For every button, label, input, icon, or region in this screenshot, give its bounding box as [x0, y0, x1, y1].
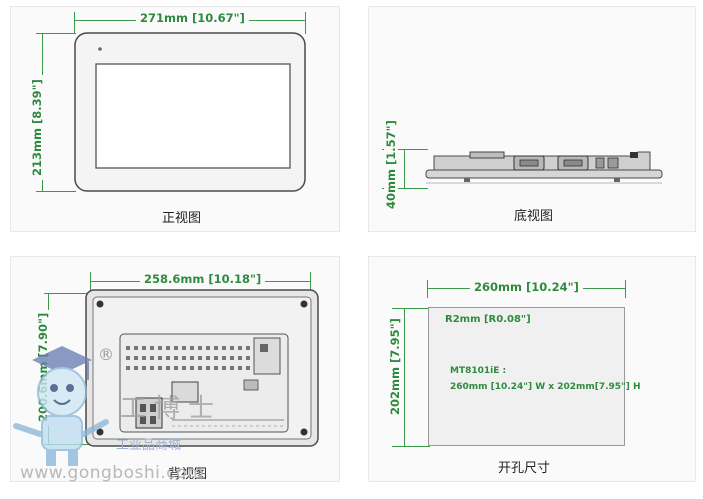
bottom-usb-port	[595, 157, 605, 169]
bottom-rj45-port	[607, 157, 619, 169]
bottom-slot	[469, 151, 505, 159]
back-port-block	[253, 337, 281, 375]
bottom-height-tick-top	[382, 149, 428, 150]
back-screw-br	[300, 428, 308, 436]
back-device-drawing	[85, 289, 319, 447]
bottom-front-bezel	[425, 169, 663, 179]
front-width-tick-left	[74, 12, 75, 34]
back-screw-tr	[300, 300, 308, 308]
bottom-device-drawing	[425, 151, 663, 184]
watermark-tagline-cn: 工业品商城	[116, 438, 182, 453]
cutout-height-tick-top	[392, 308, 430, 309]
back-label-plate	[171, 381, 199, 403]
front-device-drawing	[74, 32, 306, 192]
back-view-caption: 背视图	[168, 467, 208, 482]
cutout-model-label: MT8101iE :	[450, 366, 507, 376]
front-width-label: 271mm [10.67"]	[136, 11, 249, 25]
back-screw-bl	[96, 428, 104, 436]
bottom-view-panel	[368, 6, 696, 232]
cutout-rectangle	[428, 307, 625, 446]
cutout-view-caption: 开孔尺寸	[498, 461, 551, 476]
bottom-view-caption: 底视图	[514, 209, 554, 224]
bottom-power-connector	[630, 152, 638, 158]
front-screen	[95, 63, 291, 169]
front-height-tick-top	[36, 33, 76, 34]
back-screw-tl	[96, 300, 104, 308]
back-height-tick-top	[44, 293, 92, 294]
back-width-label: 258.6mm [10.18"]	[140, 272, 266, 286]
front-height-label: 213mm [8.39"]	[30, 75, 44, 180]
cutout-height-label: 202mm [7.95"]	[388, 315, 402, 418]
watermark-registered-mark: ®	[98, 345, 114, 364]
watermark-mascot-logo	[13, 346, 109, 466]
bottom-height-label: 40mm [1.57"]	[384, 117, 398, 212]
cutout-radius-label: R2mm [R0.08"]	[445, 314, 531, 325]
back-width-tick-right	[310, 272, 311, 292]
cutout-height-line	[404, 308, 405, 446]
cutout-width-tick-right	[625, 280, 626, 298]
cutout-height-tick-bottom	[392, 446, 430, 447]
back-vent-holes	[126, 346, 250, 370]
front-view-caption: 正视图	[162, 211, 202, 226]
watermark-url: www.gongboshi.com	[20, 463, 205, 483]
cutout-size-label: 260mm [10.24"] W x 202mm[7.95"] H	[450, 382, 641, 392]
bottom-height-line	[404, 149, 405, 188]
front-width-tick-right	[305, 12, 306, 34]
cutout-width-tick-left	[427, 280, 428, 298]
watermark-brand-cn: 工博士	[120, 394, 223, 424]
back-width-tick-left	[90, 272, 91, 292]
front-height-tick-bottom	[36, 191, 76, 192]
bottom-height-tick-bottom	[382, 188, 428, 189]
cutout-width-label: 260mm [10.24"]	[470, 280, 583, 294]
front-led-icon	[98, 47, 102, 51]
